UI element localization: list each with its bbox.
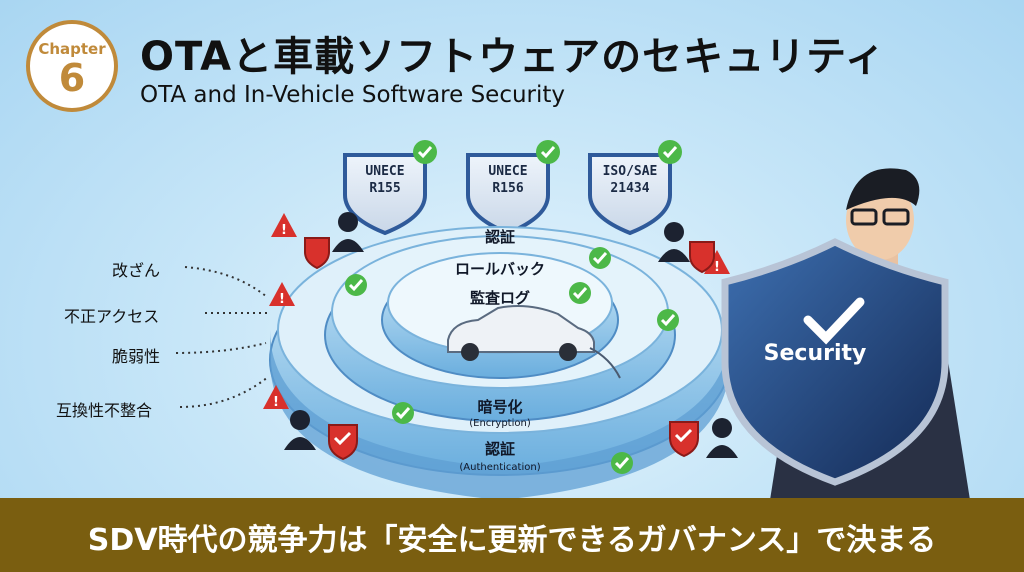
chapter-badge: Chapter 6 <box>26 20 118 112</box>
hacker-icon <box>706 418 738 458</box>
standard-shield-r156: UNECE R156 <box>466 140 560 236</box>
standard-line2: R156 <box>492 181 523 196</box>
ring-label-outer: 認証 <box>485 228 515 246</box>
threat-label: 脆弱性 <box>112 347 161 366</box>
check-icon <box>657 309 679 331</box>
ring-label-auth: 認証 <box>485 440 515 458</box>
warning-icon: ! <box>269 282 295 307</box>
check-icon <box>392 402 414 424</box>
security-shield: Security <box>721 238 949 486</box>
threat-label: 不正アクセス <box>64 307 160 326</box>
check-icon <box>413 140 437 164</box>
ring-label-encryption-en: (Encryption) <box>469 418 531 429</box>
car-icon <box>447 305 621 379</box>
svg-text:!: ! <box>279 292 285 307</box>
warning-icon: ! <box>271 213 297 238</box>
threat-label: 互換性不整合 <box>56 401 153 420</box>
ring-label-middle: ロールバック <box>455 260 545 278</box>
check-icon <box>345 274 367 296</box>
check-icon <box>536 140 560 164</box>
shield-icon <box>304 237 330 270</box>
threat-label: 改ざん <box>112 261 161 280</box>
standard-line1: UNECE <box>365 164 404 179</box>
ring-label-encryption: 暗号化 <box>477 398 522 416</box>
threat-arrows <box>175 266 269 408</box>
hacker-icon <box>332 212 364 252</box>
standard-line2: 21434 <box>610 181 649 196</box>
hacker-icon <box>658 222 690 262</box>
shield-icon <box>689 241 715 274</box>
shield-icon <box>328 424 358 461</box>
page-subtitle: OTA and In-Vehicle Software Security <box>140 82 566 108</box>
standard-line1: UNECE <box>488 164 527 179</box>
shield-icon <box>669 421 699 458</box>
standard-line2: R155 <box>369 181 400 196</box>
hacker-icon <box>284 410 316 450</box>
svg-text:!: ! <box>273 395 279 410</box>
shield-label: Security <box>764 341 867 366</box>
footer-banner: SDV時代の競争力は「安全に更新できるガバナンス」で決まる <box>0 498 1024 572</box>
page-title: OTAと車載ソフトウェアのセキュリティ <box>140 34 886 80</box>
svg-text:!: ! <box>714 260 720 275</box>
check-icon <box>569 282 591 304</box>
footer-text: SDV時代の競争力は「安全に更新できるガバナンス」で決まる <box>87 523 937 558</box>
standard-shield-21434: ISO/SAE 21434 <box>588 140 682 236</box>
ring-label-auth-en: (Authentication) <box>459 462 540 473</box>
standard-shield-r155: UNECE R155 <box>343 140 437 236</box>
ring-label-inner: 監査ログ <box>470 289 530 307</box>
chapter-label: Chapter <box>38 40 106 58</box>
svg-text:!: ! <box>281 223 287 238</box>
check-icon <box>658 140 682 164</box>
chapter-number: 6 <box>58 56 86 100</box>
check-icon <box>611 452 633 474</box>
warning-icon: ! <box>263 385 289 410</box>
warning-icon: ! <box>704 250 730 275</box>
standard-line1: ISO/SAE <box>603 164 658 179</box>
check-icon <box>589 247 611 269</box>
